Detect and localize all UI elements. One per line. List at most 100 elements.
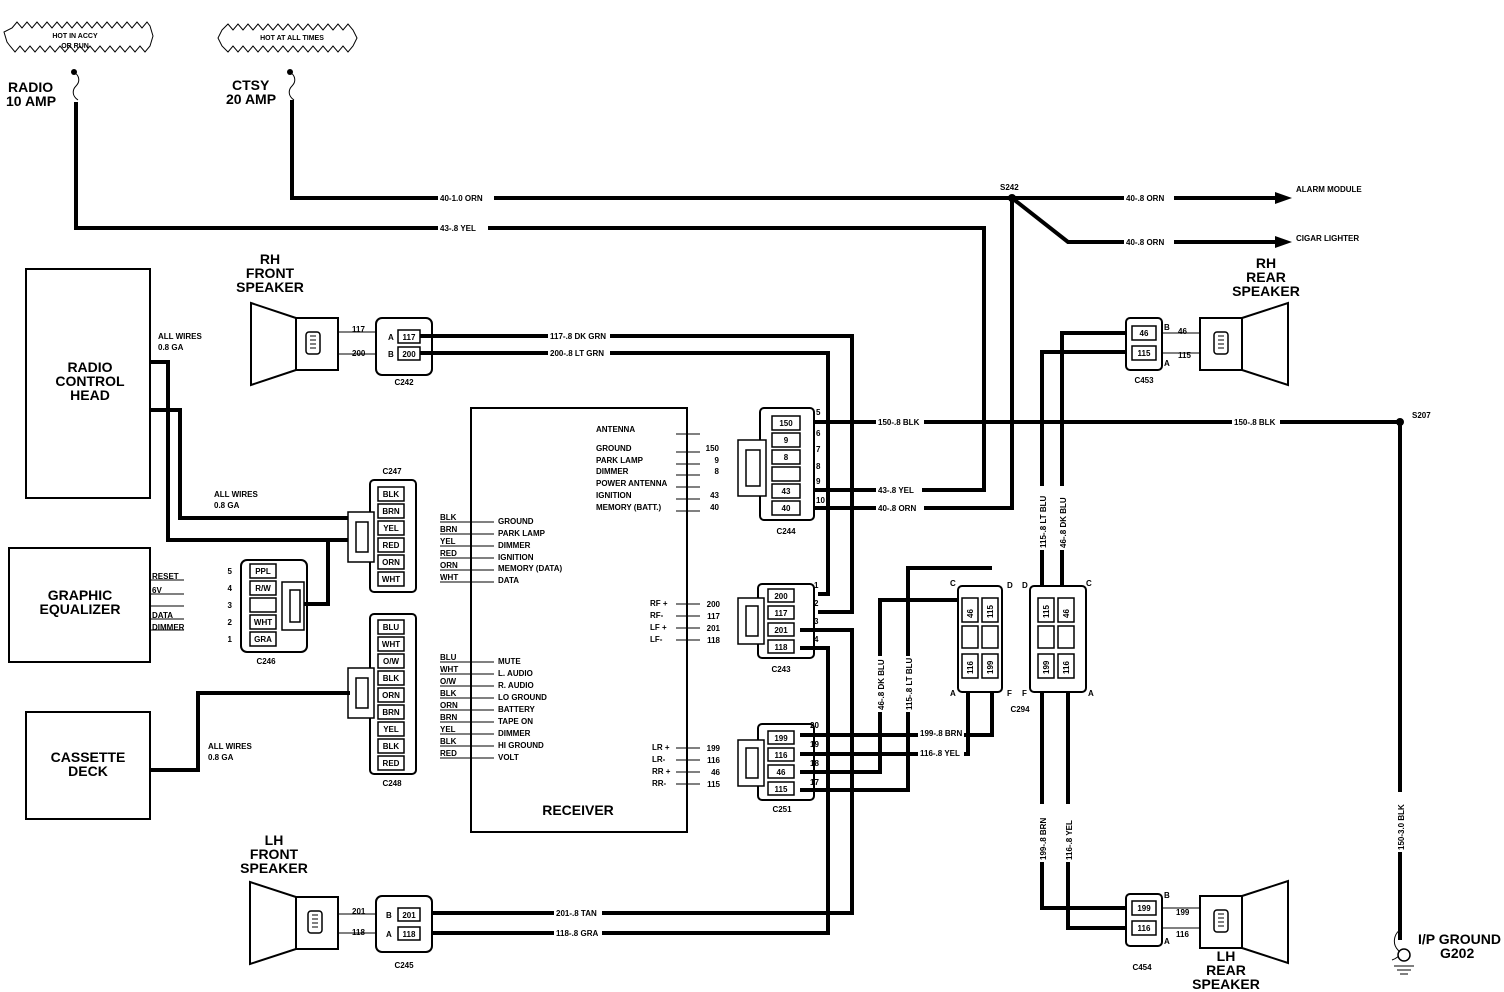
- c453-name: C453: [1134, 376, 1154, 385]
- output-alarm-module: ALARM MODULE: [1296, 185, 1362, 194]
- lh-front-line3: SPEAKER: [240, 860, 308, 876]
- rcv-low-color-6: YEL: [440, 725, 456, 734]
- receiver: RECEIVER ANTENNA GROUND PARK LAMP DIMMER…: [440, 407, 721, 833]
- rcv-num-9: 9: [715, 456, 720, 465]
- rcv-lr-plus: LR +: [652, 743, 670, 752]
- c248-pin-blu: BLU: [383, 623, 400, 632]
- connector-c244: 150 9 8 43 40 5 6 7 8 9 10 C244: [737, 407, 825, 536]
- lh-rear-line2: REAR: [1206, 962, 1246, 978]
- rcv-low-color-8: RED: [440, 749, 457, 758]
- c242-pin-117: 117: [403, 333, 416, 342]
- c251-num-20: 20: [810, 721, 819, 730]
- c453-letter-b: B: [1164, 323, 1170, 332]
- c294-lt-46: 46: [966, 609, 975, 618]
- c248-pin-brn: BRN: [382, 708, 400, 717]
- rh-front-num-117: 117: [352, 325, 365, 334]
- c246-num-2: 2: [228, 618, 233, 627]
- rcv-lr-minus: LR-: [652, 755, 666, 764]
- receiver-label: RECEIVER: [542, 802, 614, 818]
- rcv-low-color-4: ORN: [440, 701, 458, 710]
- rcv-antenna: ANTENNA: [596, 425, 635, 434]
- rcv-rr-minus: RR-: [652, 779, 667, 788]
- c251-num-17: 17: [810, 778, 819, 787]
- wire-label-40-orn-alarm: 40-.8 ORN: [1126, 194, 1164, 203]
- c294-rt-46: 46: [1062, 609, 1071, 618]
- rcv-low-color-1: WHT: [440, 665, 458, 674]
- c246-pin-wht: WHT: [254, 618, 272, 627]
- rcv-lr-num-46: 46: [711, 768, 720, 777]
- c294-lb-116: 116: [966, 661, 975, 674]
- rcv-rf-minus: RF-: [650, 611, 664, 620]
- c251-name: C251: [772, 805, 792, 814]
- rh-rear-line2: REAR: [1246, 269, 1286, 285]
- c246-num-3: 3: [228, 601, 233, 610]
- rcv-rr-plus: RR +: [652, 767, 671, 776]
- c247-pin-blk: BLK: [383, 490, 400, 499]
- c243-pin-201: 201: [774, 626, 788, 635]
- c251-num-19: 19: [810, 740, 819, 749]
- rh-front-speaker: RH FRONT SPEAKER 117 200: [236, 251, 376, 387]
- splice-s207: S207: [1412, 411, 1431, 420]
- wire-label-201-tan: 201-.8 TAN: [556, 909, 597, 918]
- c294-rt-115: 115: [1042, 605, 1051, 618]
- radio-head-line1: RADIO: [67, 359, 112, 375]
- c248-pin-ow: O/W: [383, 657, 399, 666]
- rcv-dimmer: DIMMER: [596, 467, 629, 476]
- c244-num-5: 5: [816, 408, 821, 417]
- c294-rb-116: 116: [1062, 661, 1071, 674]
- rcv-low-color-5: BRN: [440, 713, 458, 722]
- rcv-park-lamp: PARK LAMP: [596, 456, 644, 465]
- c454-pin-116: 116: [1138, 924, 1151, 933]
- cassette-line1: CASSETTE: [51, 749, 126, 765]
- radio-fuse-label: RADIO: [8, 79, 53, 95]
- c244-pin-150: 150: [779, 419, 793, 428]
- c251-pin-46: 46: [777, 768, 786, 777]
- c294-lb-199: 199: [986, 660, 995, 674]
- c245-letter-b: B: [386, 911, 392, 920]
- wire-label-40-orn-c: 40-.8 ORN: [878, 504, 916, 513]
- c244-num-9: 9: [816, 477, 821, 486]
- wire-label-150-3.0-blk: 150-3.0 BLK: [1397, 804, 1406, 850]
- wire-label-115-lt-blu: 115-.8 LT BLU: [905, 657, 914, 710]
- c294-letter-d1: D: [1007, 581, 1013, 590]
- rcv-power-antenna: POWER ANTENNA: [596, 479, 667, 488]
- radio-fuse-rating: 10 AMP: [6, 93, 56, 109]
- rcv-low-color-2: O/W: [440, 677, 456, 686]
- rcv-num-150: 150: [706, 444, 720, 453]
- rh-front-line2: FRONT: [246, 265, 295, 281]
- c245-pin-118: 118: [403, 930, 416, 939]
- c248-pin-orn: ORN: [382, 691, 400, 700]
- cassette-deck: CASSETTE DECK ALL WIRES 0.8 GA: [25, 691, 350, 820]
- c244-pin-8: 8: [784, 453, 789, 462]
- wire-label-150-blk-a: 150-.8 BLK: [878, 418, 920, 427]
- rcv-rf-num-117: 117: [707, 612, 720, 621]
- c251-pin-199: 199: [774, 734, 788, 743]
- c248-pin-yel: YEL: [383, 725, 399, 734]
- rcv-mid-data: DATA: [498, 576, 519, 585]
- c247-gauge: 0.8 GA: [214, 501, 240, 510]
- rcv-lf-plus: LF +: [650, 623, 667, 632]
- c244-num-6: 6: [816, 429, 821, 438]
- c246-pin-ppl: PPL: [255, 567, 271, 576]
- c244-name: C244: [776, 527, 796, 536]
- cassette-all-wires: ALL WIRES: [208, 742, 253, 751]
- rh-rear-num-115: 115: [1178, 351, 1191, 360]
- c243-pin-118: 118: [775, 643, 788, 652]
- rcv-low-color-3: BLK: [440, 689, 457, 698]
- connector-c294: 46 115 116 199 115 46 199 116 C D D C A …: [950, 579, 1094, 714]
- c247-pin-brn: BRN: [382, 507, 400, 516]
- rcv-num-8: 8: [715, 467, 720, 476]
- c243-num-2: 2: [814, 599, 819, 608]
- radio-fuse-hot-line1: HOT IN ACCY: [52, 33, 98, 40]
- connector-c245: 201 118 B A C245: [375, 895, 433, 970]
- c294-rb-199: 199: [1042, 660, 1051, 674]
- equalizer-line2: EQUALIZER: [40, 601, 121, 617]
- c251-pin-115: 115: [775, 785, 788, 794]
- c246-num-5: 5: [228, 567, 233, 576]
- output-cigar-lighter: CIGAR LIGHTER: [1296, 234, 1359, 243]
- rcv-mid-color-0: BLK: [440, 513, 457, 522]
- rh-front-line3: SPEAKER: [236, 279, 304, 295]
- c247-all-wires: ALL WIRES: [214, 490, 259, 499]
- rcv-num-40: 40: [710, 503, 719, 512]
- c248-pin-blk: BLK: [383, 674, 400, 683]
